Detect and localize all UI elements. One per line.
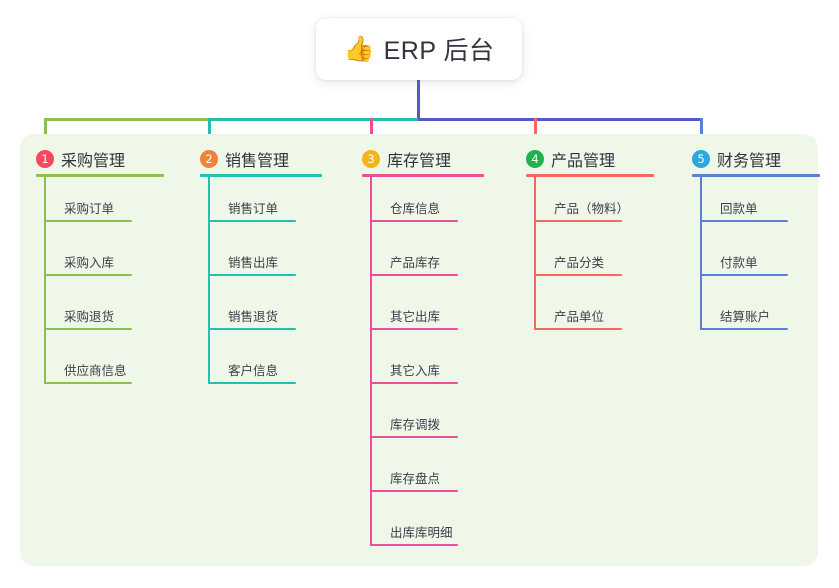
branch-title: 销售管理 xyxy=(225,153,290,170)
leaf-node-label: 采购入库 xyxy=(64,256,115,270)
leaf-node-underline xyxy=(370,328,458,330)
leaf-node-label: 产品（物料） xyxy=(554,202,630,216)
branches-panel xyxy=(20,134,818,566)
leaf-node-label: 销售出库 xyxy=(228,256,279,270)
branch-header-5[interactable]: 5 财务管理 xyxy=(692,144,781,174)
leaf-node-label: 库存调拨 xyxy=(390,418,441,432)
branch-badge: 2 xyxy=(200,150,218,168)
leaf-node-label: 产品库存 xyxy=(390,256,441,270)
leaf-node-underline xyxy=(44,382,132,384)
leaf-node-underline xyxy=(44,274,132,276)
leaf-node-label: 销售订单 xyxy=(228,202,279,216)
branch-underline xyxy=(36,174,164,177)
bus-segment-3 xyxy=(418,118,703,121)
branch-underline xyxy=(692,174,820,177)
leaf-node-label: 结算账户 xyxy=(720,310,771,324)
thumbs-up-icon: 👍 xyxy=(343,34,375,63)
branch-badge: 5 xyxy=(692,150,710,168)
leaf-node-underline xyxy=(534,220,622,222)
branch-trunk-line xyxy=(534,175,536,330)
leaf-node-underline xyxy=(700,328,788,330)
leaf-node-underline xyxy=(370,220,458,222)
leaf-node-underline xyxy=(44,328,132,330)
branch-badge: 1 xyxy=(36,150,54,168)
leaf-node-underline xyxy=(370,382,458,384)
leaf-node-label: 采购退货 xyxy=(64,310,115,324)
branch-title: 财务管理 xyxy=(717,153,782,170)
leaf-node-underline xyxy=(208,274,296,276)
leaf-node-label: 采购订单 xyxy=(64,202,115,216)
root-stem-line xyxy=(417,80,420,121)
branch-badge: 3 xyxy=(362,150,380,168)
leaf-node-label: 供应商信息 xyxy=(64,364,127,378)
leaf-node-underline xyxy=(370,544,458,546)
leaf-node-underline xyxy=(700,220,788,222)
root-node-card[interactable]: 👍 ERP 后台 xyxy=(316,18,522,80)
branch-trunk-line xyxy=(700,175,702,330)
leaf-node-label: 出库库明细 xyxy=(390,526,453,540)
leaf-node-underline xyxy=(370,490,458,492)
branch-title: 采购管理 xyxy=(61,153,126,170)
leaf-node-label: 产品分类 xyxy=(554,256,605,270)
branch-underline xyxy=(526,174,654,177)
branch-underline xyxy=(200,174,322,177)
leaf-node-underline xyxy=(208,382,296,384)
leaf-node-label: 客户信息 xyxy=(228,364,279,378)
leaf-node-underline xyxy=(700,274,788,276)
root-node-title: ERP 后台 xyxy=(383,37,495,65)
branch-trunk-line xyxy=(208,175,210,384)
leaf-node-underline xyxy=(534,274,622,276)
leaf-node-underline xyxy=(534,328,622,330)
branch-underline xyxy=(362,174,484,177)
branch-title: 产品管理 xyxy=(551,153,616,170)
branch-title: 库存管理 xyxy=(387,153,452,170)
leaf-node-underline xyxy=(44,220,132,222)
branch-trunk-line xyxy=(370,175,372,546)
leaf-node-label: 其它入库 xyxy=(390,364,441,378)
leaf-node-label: 回款单 xyxy=(720,202,758,216)
leaf-node-underline xyxy=(208,328,296,330)
leaf-node-label: 其它出库 xyxy=(390,310,441,324)
bus-segment-2 xyxy=(208,118,420,121)
branch-header-2[interactable]: 2 销售管理 xyxy=(200,144,289,174)
bus-segment-1 xyxy=(44,118,210,121)
branch-header-4[interactable]: 4 产品管理 xyxy=(526,144,615,174)
leaf-node-label: 仓库信息 xyxy=(390,202,441,216)
branch-columns: 1 采购管理采购订单采购入库采购退货供应商信息 2 销售管理销售订单销售出库销售退货客… xyxy=(20,134,820,566)
branch-header-3[interactable]: 3 库存管理 xyxy=(362,144,451,174)
leaf-node-label: 付款单 xyxy=(720,256,758,270)
leaf-node-label: 产品单位 xyxy=(554,310,605,324)
branch-trunk-line xyxy=(44,175,46,384)
branch-badge: 4 xyxy=(526,150,544,168)
leaf-node-underline xyxy=(370,274,458,276)
leaf-node-underline xyxy=(370,436,458,438)
leaf-node-label: 库存盘点 xyxy=(390,472,441,486)
leaf-node-label: 销售退货 xyxy=(228,310,279,324)
leaf-node-underline xyxy=(208,220,296,222)
branch-header-1[interactable]: 1 采购管理 xyxy=(36,144,125,174)
